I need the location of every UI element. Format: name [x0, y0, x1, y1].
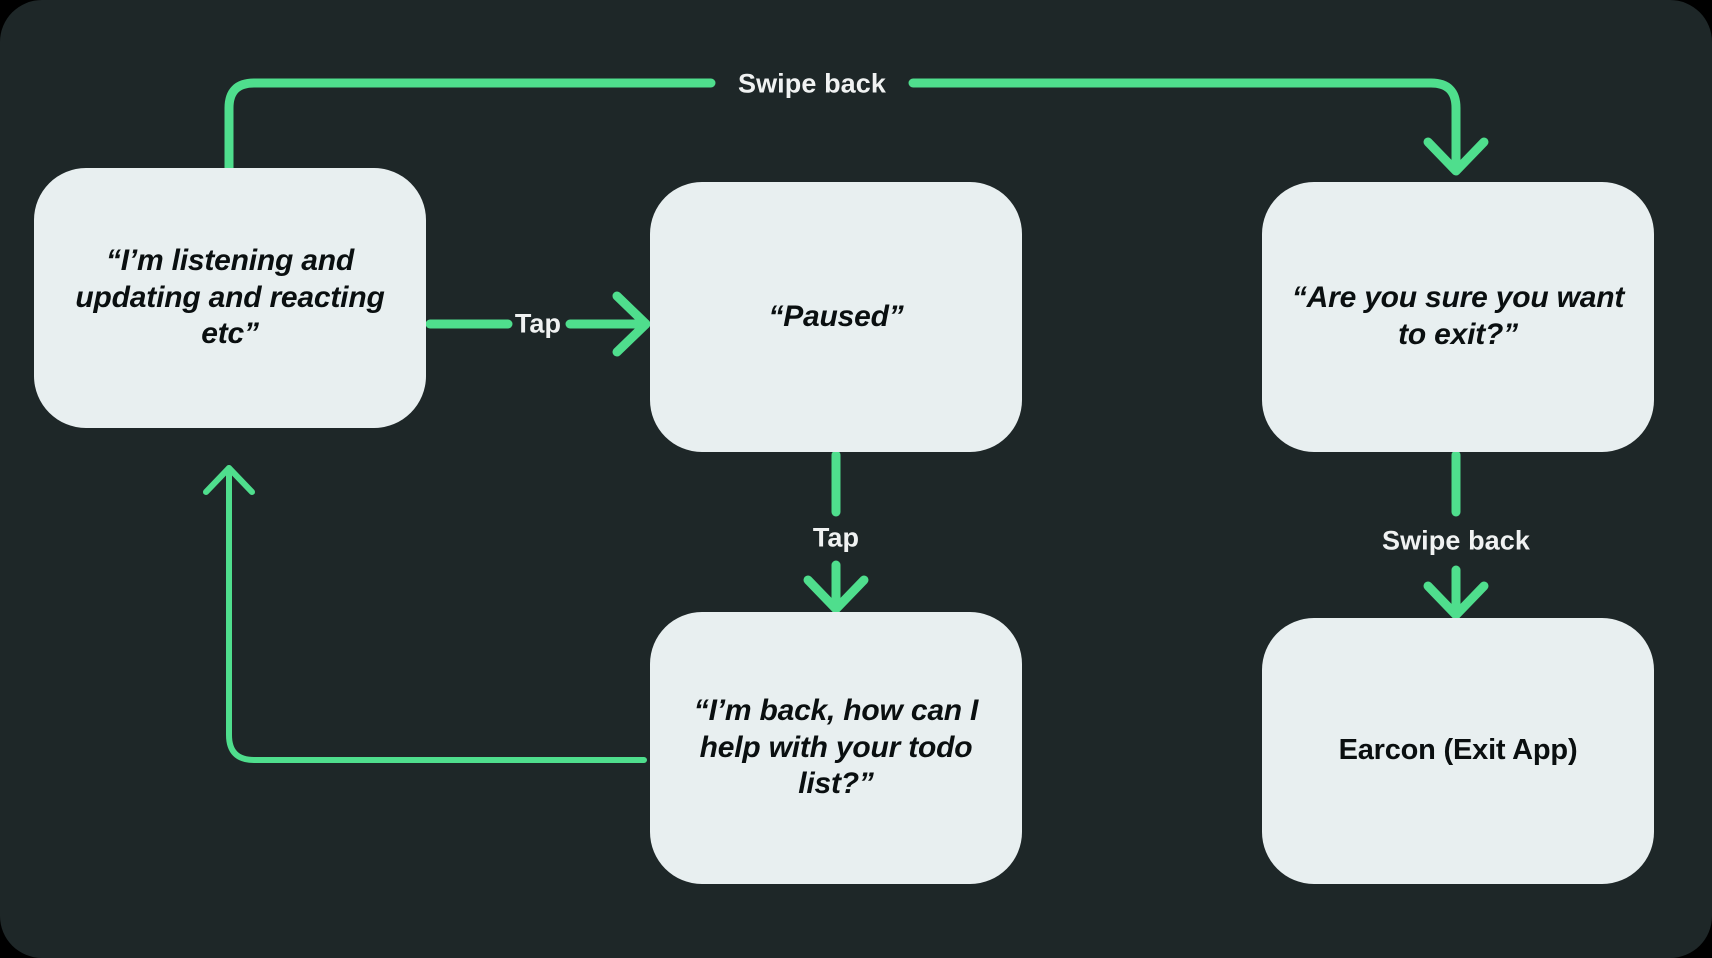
node-listening-label: “I’m listening and updating and reacting… — [75, 244, 385, 351]
edge-label-tap-vertical: Tap — [812, 522, 860, 553]
node-paused[interactable]: “Paused” — [650, 182, 1022, 452]
node-im-back[interactable]: “I’m back, how can I help with your todo… — [650, 612, 1022, 884]
edge-label-tap-horizontal: Tap — [514, 308, 562, 339]
node-paused-label: “Paused” — [768, 299, 904, 333]
node-confirm-exit-label: “Are you sure you want to exit?” — [1291, 281, 1625, 351]
node-confirm-exit[interactable]: “Are you sure you want to exit?” — [1262, 182, 1654, 452]
edge-label-swipe-back-top: Swipe back — [737, 68, 887, 99]
edge-arrowhead-confirm-exit — [1423, 137, 1489, 176]
edge-arrowhead-imback — [803, 575, 869, 614]
edge-arrowhead-paused — [612, 291, 651, 357]
node-im-back-label: “I’m back, how can I help with your todo… — [693, 694, 979, 801]
node-earcon-label: Earcon (Exit App) — [1338, 734, 1578, 767]
node-listening[interactable]: “I’m listening and updating and reacting… — [34, 168, 426, 428]
edge-arrowhead-listening — [203, 465, 255, 495]
edge-path-loopback — [226, 465, 647, 763]
edge-arrowhead-earcon — [1423, 581, 1489, 620]
edge-label-swipe-back-vertical: Swipe back — [1381, 525, 1531, 556]
edge-path-swipe-back-top-2 — [908, 78, 1461, 175]
node-earcon[interactable]: Earcon (Exit App) — [1262, 618, 1654, 884]
